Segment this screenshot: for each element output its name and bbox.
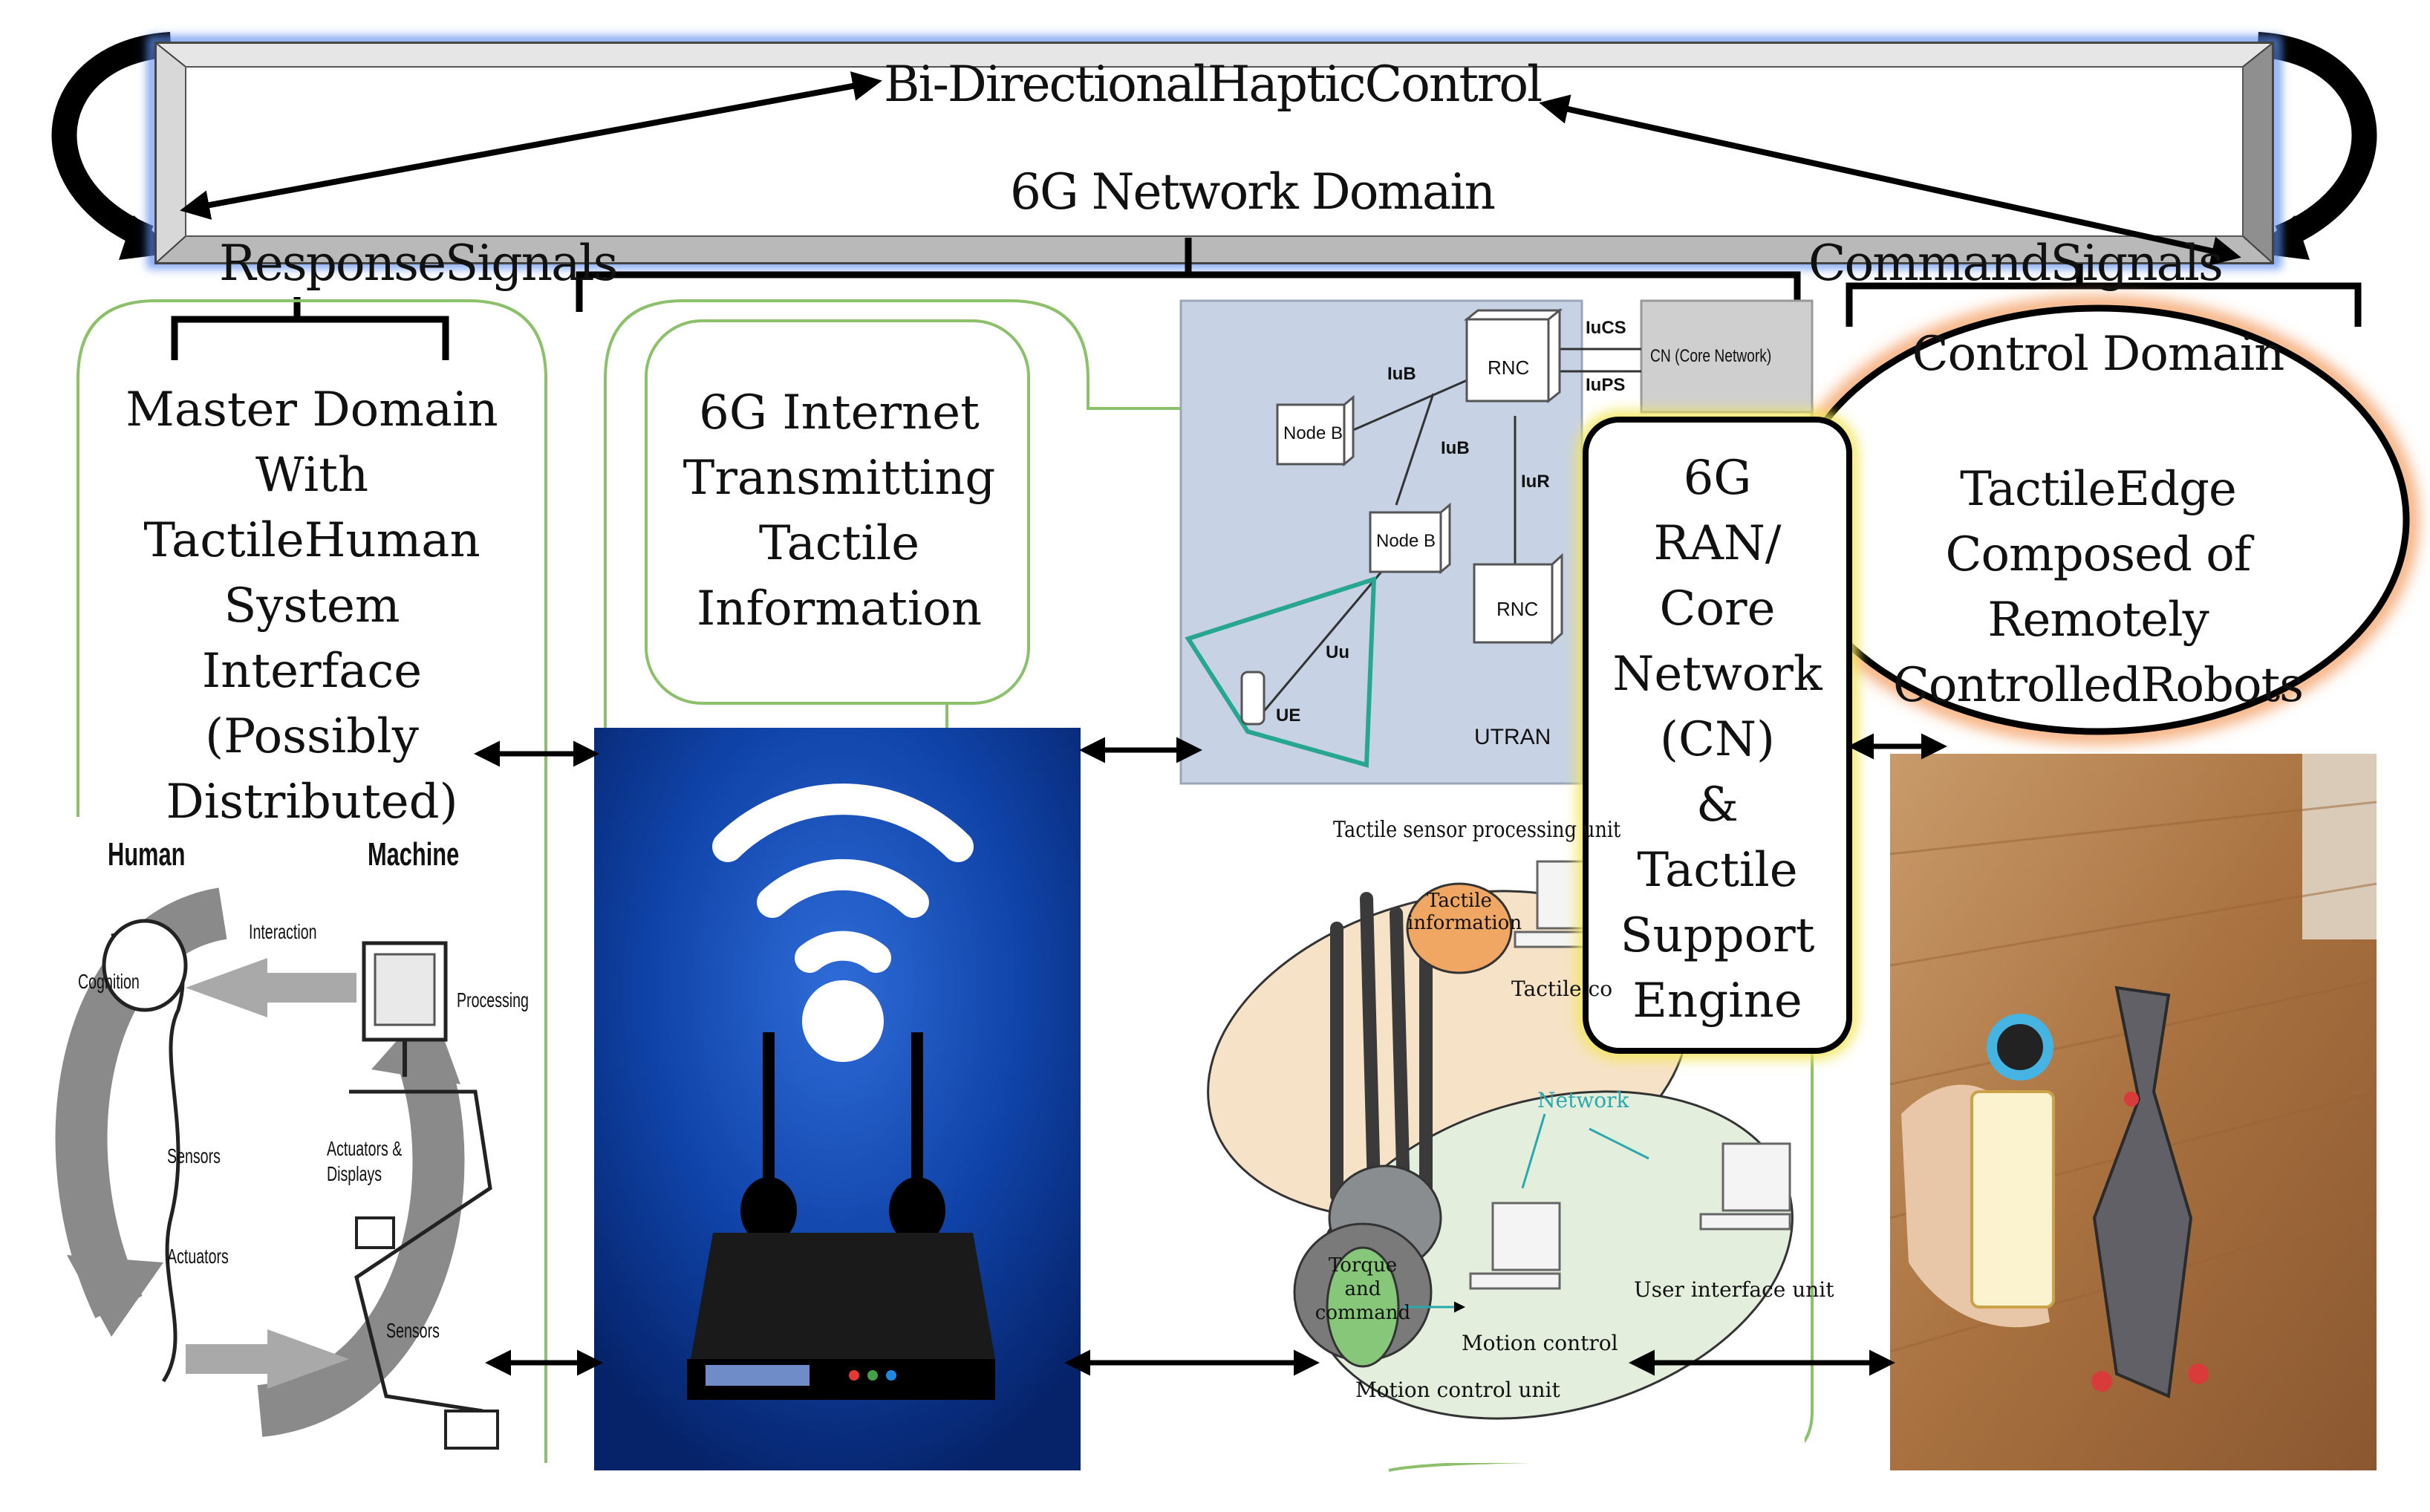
ran-core-label: 6G RAN/ Core Network (CN) & Tactile Supp… <box>1612 451 1822 1029</box>
hmi-diagram <box>22 817 538 1470</box>
control-domain-body: TactileEdge Composed of Remotely Control… <box>1892 462 2304 713</box>
hmi-processing-label: Processing <box>457 988 529 1011</box>
link-arrows <box>474 733 1947 1376</box>
command-signals-label: CommandSignals <box>1808 235 2224 292</box>
utran-iups: IuPS <box>1586 375 1626 395</box>
tactile-sensor-unit-label: Tactile sensor processing unit <box>1333 817 1621 843</box>
utran-rnc-1: RNC <box>1488 356 1530 379</box>
utran-node-b-1: Node B <box>1283 423 1343 443</box>
utran-label: UTRAN <box>1474 725 1551 749</box>
utran-diagram <box>1179 299 1814 785</box>
hmi-sensors-left-label: Sensors <box>167 1144 221 1167</box>
tactile-motion-control-label: Motion control <box>1462 1331 1618 1355</box>
master-domain-label: Master Domain With TactileHuman System I… <box>126 382 498 830</box>
tactile-motion-unit-label: Motion control unit <box>1355 1378 1560 1402</box>
utran-iub-2: IuB <box>1441 438 1470 458</box>
utran-node-b-2: Node B <box>1376 531 1436 551</box>
hmi-human-label: Human <box>108 836 186 873</box>
domain-panels <box>76 299 1814 1472</box>
hmi-cognition-label: Cognition <box>78 970 140 993</box>
utran-rnc-2: RNC <box>1496 598 1539 620</box>
braces <box>171 238 2362 360</box>
network-domain-label: 6G Network Domain <box>1010 163 1496 221</box>
utran-ue: UE <box>1276 706 1301 726</box>
utran-cn: CN (Core Network) <box>1650 346 1772 366</box>
tactile-info-label: Tactile information <box>1407 890 1522 934</box>
internet-label: 6G Internet Transmitting Tactile Informa… <box>683 385 996 636</box>
hmi-interaction-label: Interaction <box>249 920 317 943</box>
utran-uu: Uu <box>1326 642 1349 662</box>
haptic-control-label: Bi-DirectionalHapticControl <box>884 56 1543 113</box>
router-image <box>594 728 1081 1470</box>
haptic-arrows <box>180 71 2241 266</box>
hmi-sensors-right-label: Sensors <box>386 1319 440 1342</box>
hmi-machine-label: Machine <box>368 836 460 873</box>
tactile-torque-label: Torque and command <box>1315 1254 1411 1324</box>
robot-photo <box>1889 754 2377 1470</box>
tactile-network-label: Network <box>1537 1088 1629 1112</box>
tactile-ui-unit-label: User interface unit <box>1634 1277 1834 1302</box>
utran-iucs: IuCS <box>1586 318 1626 338</box>
hmi-actuators-displays-label: Actuators & Displays <box>327 1137 403 1185</box>
hmi-actuators-left-label: Actuators <box>167 1245 229 1268</box>
utran-iur: IuR <box>1521 472 1550 492</box>
tactile-control-label: Tactile co <box>1511 977 1613 1001</box>
utran-iub-1: IuB <box>1387 364 1416 384</box>
control-domain-title: Control Domain <box>1912 327 2285 382</box>
response-signals-label: ResponseSignals <box>219 235 618 292</box>
